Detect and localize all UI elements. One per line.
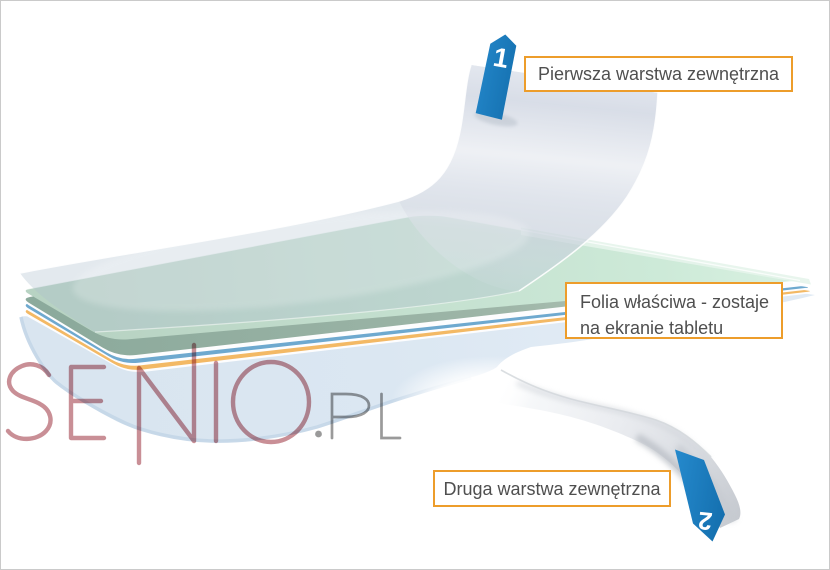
label-actual-film-line1: Folia właściwa - zostaje: [580, 292, 770, 312]
label-second-outer-layer: Druga warstwa zewnętrzna: [433, 470, 671, 507]
watermark-brand: [5, 342, 312, 466]
top-film-front-edge-highlight: [94, 290, 520, 333]
tab-1-flag: [475, 34, 517, 120]
top-film-sheen: [72, 210, 530, 312]
watermark-letter-o: [230, 359, 312, 445]
watermark-letter-s: [5, 362, 53, 442]
watermark-senio-pl: [5, 342, 402, 466]
label-actual-film-line2: na ekranie tabletu: [580, 318, 724, 338]
label-second-outer-layer-text: Druga warstwa zewnętrzna: [443, 478, 661, 499]
flap-crease-shadow: [516, 381, 711, 463]
tab-1: 1: [474, 34, 518, 127]
bottom-film-flap: [451, 365, 741, 528]
tab-2-flag: [675, 449, 725, 542]
watermark-letter-p: [330, 392, 371, 440]
label-first-outer-layer-text: Pierwsza warstwa zewnętrzna: [537, 64, 780, 84]
top-film-left-edge-highlight: [19, 64, 472, 274]
watermark-letter-l: [380, 392, 402, 440]
tab-1-number: 1: [491, 42, 511, 74]
tab-2-number: 2: [697, 506, 714, 535]
tab-2: 2: [675, 449, 725, 542]
watermark-letter-n: [136, 342, 197, 466]
top-film-layer: [19, 64, 659, 333]
watermark-dot: [315, 430, 322, 438]
top-film-right-edge-highlight: [518, 92, 659, 292]
label-actual-film: Folia właściwa - zostaje na ekranie tabl…: [565, 282, 783, 339]
label-first-outer-layer: Pierwsza warstwa zewnętrzna: [524, 56, 793, 92]
watermark-letter-e: [68, 364, 107, 441]
watermark-suffix: [315, 392, 402, 440]
